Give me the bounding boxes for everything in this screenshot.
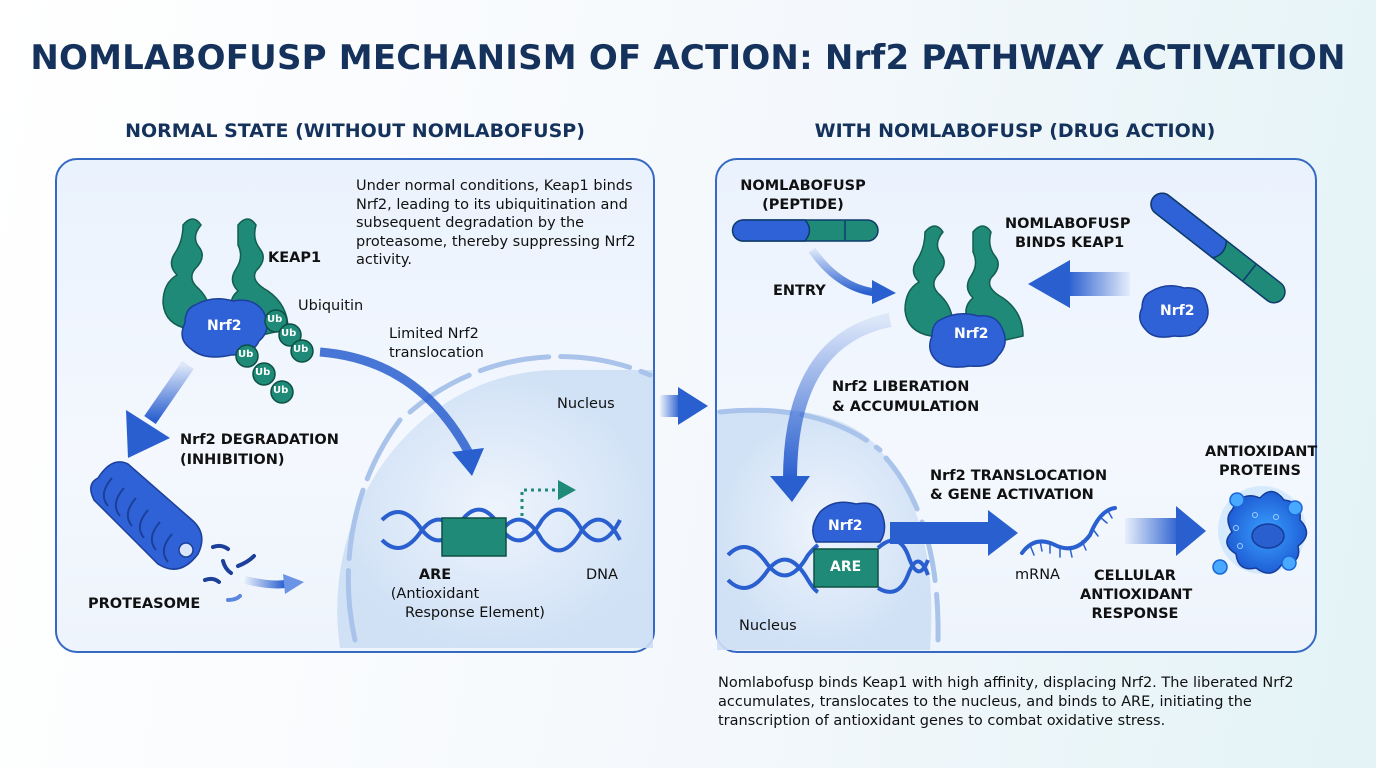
ubiquitin-label: Ubiquitin	[298, 298, 364, 314]
are-label-left: ARE	[418, 567, 452, 583]
keap1-label: KEAP1	[268, 250, 322, 266]
are-label-right: ARE	[830, 559, 862, 575]
proteins-label-2: PROTEINS	[1219, 463, 1301, 479]
are-full-name-line1: (Antioxidant	[390, 586, 480, 602]
proteins-label-1: ANTIOXIDANT	[1205, 444, 1318, 460]
nrf2-free-label: Nrf2	[1160, 303, 1195, 319]
are-full-name-line2: Response Element)	[405, 605, 545, 621]
nucleus-label-right: Nucleus	[739, 618, 797, 634]
nrf2-bound-label: Nrf2	[954, 326, 989, 342]
panel-transition-arrow	[660, 387, 708, 425]
peptide-label-type: (PEPTIDE)	[762, 197, 844, 213]
binds-keap1-label-1: NOMLABOFUSP	[1005, 216, 1131, 232]
nrf2-nuclear-label: Nrf2	[828, 518, 863, 534]
mrna-label: mRNA	[1015, 567, 1060, 583]
liberation-label-1: Nrf2 LIBERATION	[832, 379, 970, 395]
nrf2-label: Nrf2	[207, 318, 242, 334]
gene-activation-label-1: Nrf2 TRANSLOCATION	[930, 468, 1108, 484]
proteasome-label: PROTEASOME	[88, 596, 201, 612]
response-label-1: CELLULAR	[1094, 568, 1176, 584]
dna-label: DNA	[586, 567, 618, 583]
ub-tag: Ub	[293, 344, 309, 355]
ub-tag: Ub	[267, 314, 283, 325]
right-panel-heading: WITH NOMLABOFUSP (DRUG ACTION)	[814, 120, 1216, 142]
gene-activation-label-2: & GENE ACTIVATION	[930, 487, 1094, 503]
limited-translocation-label: Limited Nrf2 translocation	[389, 326, 484, 361]
inhibition-label: (INHIBITION)	[180, 452, 285, 468]
ub-tag: Ub	[281, 328, 297, 339]
drug-action-description: Nomlabofusp binds Keap1 with high affini…	[718, 675, 1294, 729]
entry-label: ENTRY	[773, 283, 826, 299]
nucleus-label-left: Nucleus	[557, 396, 615, 412]
left-panel-heading: NORMAL STATE (WITHOUT NOMLABOFUSP)	[125, 120, 585, 142]
liberation-label-2: & ACCUMULATION	[832, 399, 980, 415]
ub-tag: Ub	[273, 385, 289, 396]
normal-state-description: Under normal conditions, Keap1 binds Nrf…	[356, 178, 636, 268]
page-title: NOMLABOFUSP MECHANISM OF ACTION: Nrf2 PA…	[30, 38, 1346, 78]
response-label-3: RESPONSE	[1091, 606, 1179, 622]
degradation-label: Nrf2 DEGRADATION	[180, 432, 339, 448]
peptide-label-name: NOMLABOFUSP	[740, 178, 866, 194]
binds-keap1-label-2: BINDS KEAP1	[1015, 235, 1125, 251]
response-label-2: ANTIOXIDANT	[1080, 587, 1193, 603]
ub-tag: Ub	[255, 367, 271, 378]
ub-tag: Ub	[238, 349, 254, 360]
